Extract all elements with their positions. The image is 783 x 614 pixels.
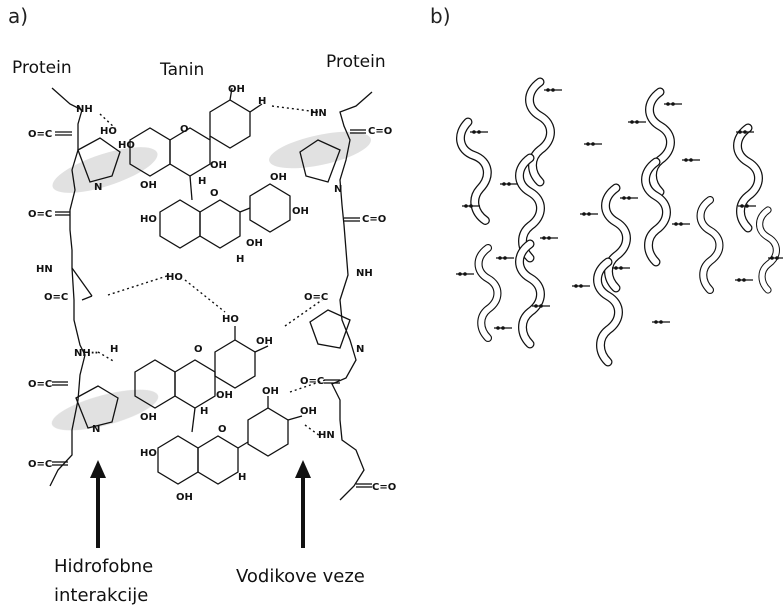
atom-o-2: O <box>210 188 219 199</box>
atom-h-1: H <box>110 344 118 355</box>
tannin-protein-complex-diagram: NH HO O=C N O=C HN O=C NH·· H O=C N O=C … <box>28 84 396 548</box>
atom-co-2: O=C <box>28 209 52 220</box>
atom-ho-3: HO <box>118 140 135 151</box>
atom-co-5: O=C <box>28 459 52 470</box>
atom-hn-2: HN <box>310 108 327 119</box>
atom-n-1: N <box>94 182 102 193</box>
atom-oh-12: OH <box>176 492 193 503</box>
atom-h-2: H <box>198 176 206 187</box>
atom-ho-4: HO <box>140 214 157 225</box>
atom-nh-1: NH <box>76 104 93 115</box>
atom-oh-9: OH <box>140 412 157 423</box>
atom-n-2: N <box>92 424 100 435</box>
atom-ho-6: HO <box>222 314 239 325</box>
panel-b-label: b) <box>430 4 451 28</box>
tannin-label: Tanin <box>160 60 205 80</box>
atom-o-4: O <box>218 424 227 435</box>
atom-oc-1: O=C <box>304 292 328 303</box>
protein-right-label: Protein <box>326 52 386 72</box>
atom-co-3: O=C <box>44 292 68 303</box>
atom-hn-3: HN <box>318 430 335 441</box>
atom-oh-2: OH <box>210 160 227 171</box>
atom-co-6: C=O <box>368 126 392 137</box>
atom-oh-10: OH <box>262 386 279 397</box>
atom-oh-11: OH <box>300 406 317 417</box>
atom-ho-7: HO <box>140 448 157 459</box>
atom-oh-8: OH <box>216 390 233 401</box>
atom-oh-3: OH <box>140 180 157 191</box>
atom-oh-4: OH <box>270 172 287 183</box>
hydrophobic-label-line1: Hidrofobne <box>54 556 154 577</box>
atom-h-5: H <box>238 472 246 483</box>
atom-h-3: H <box>236 254 244 265</box>
atom-oh-5: OH <box>292 206 309 217</box>
atom-oh-7: OH <box>256 336 273 347</box>
atom-co-7: C=O <box>362 214 386 225</box>
atom-oh-1: OH <box>228 84 245 95</box>
atom-ho-5: HO <box>166 272 183 283</box>
atom-ho-1: HO <box>100 126 117 137</box>
atom-oc-2: O=C <box>300 376 324 387</box>
atom-co-8: C=O <box>372 482 396 493</box>
network-strands <box>458 82 777 362</box>
atom-h-4: H <box>200 406 208 417</box>
hbond-label: Vodikove veze <box>236 566 365 587</box>
atom-hn-1: HN <box>36 264 53 275</box>
atom-nh-2: NH·· <box>74 348 98 359</box>
atom-co-1: O=C <box>28 129 52 140</box>
protein-left-label: Protein <box>12 58 72 78</box>
network-crosslinks <box>455 87 783 331</box>
atom-n-3: N <box>334 184 342 195</box>
atom-n-4: N <box>356 344 364 355</box>
atom-ho-2: H <box>258 96 266 107</box>
atom-o-3: O <box>194 344 203 355</box>
atom-nh-3: NH <box>356 268 373 279</box>
atom-o-1: O <box>180 124 189 135</box>
hydrophobic-label-line2: interakcije <box>54 585 149 606</box>
panel-a-label: a) <box>8 4 29 28</box>
atom-co-4: O=C <box>28 379 52 390</box>
atom-oh-6: OH <box>246 238 263 249</box>
